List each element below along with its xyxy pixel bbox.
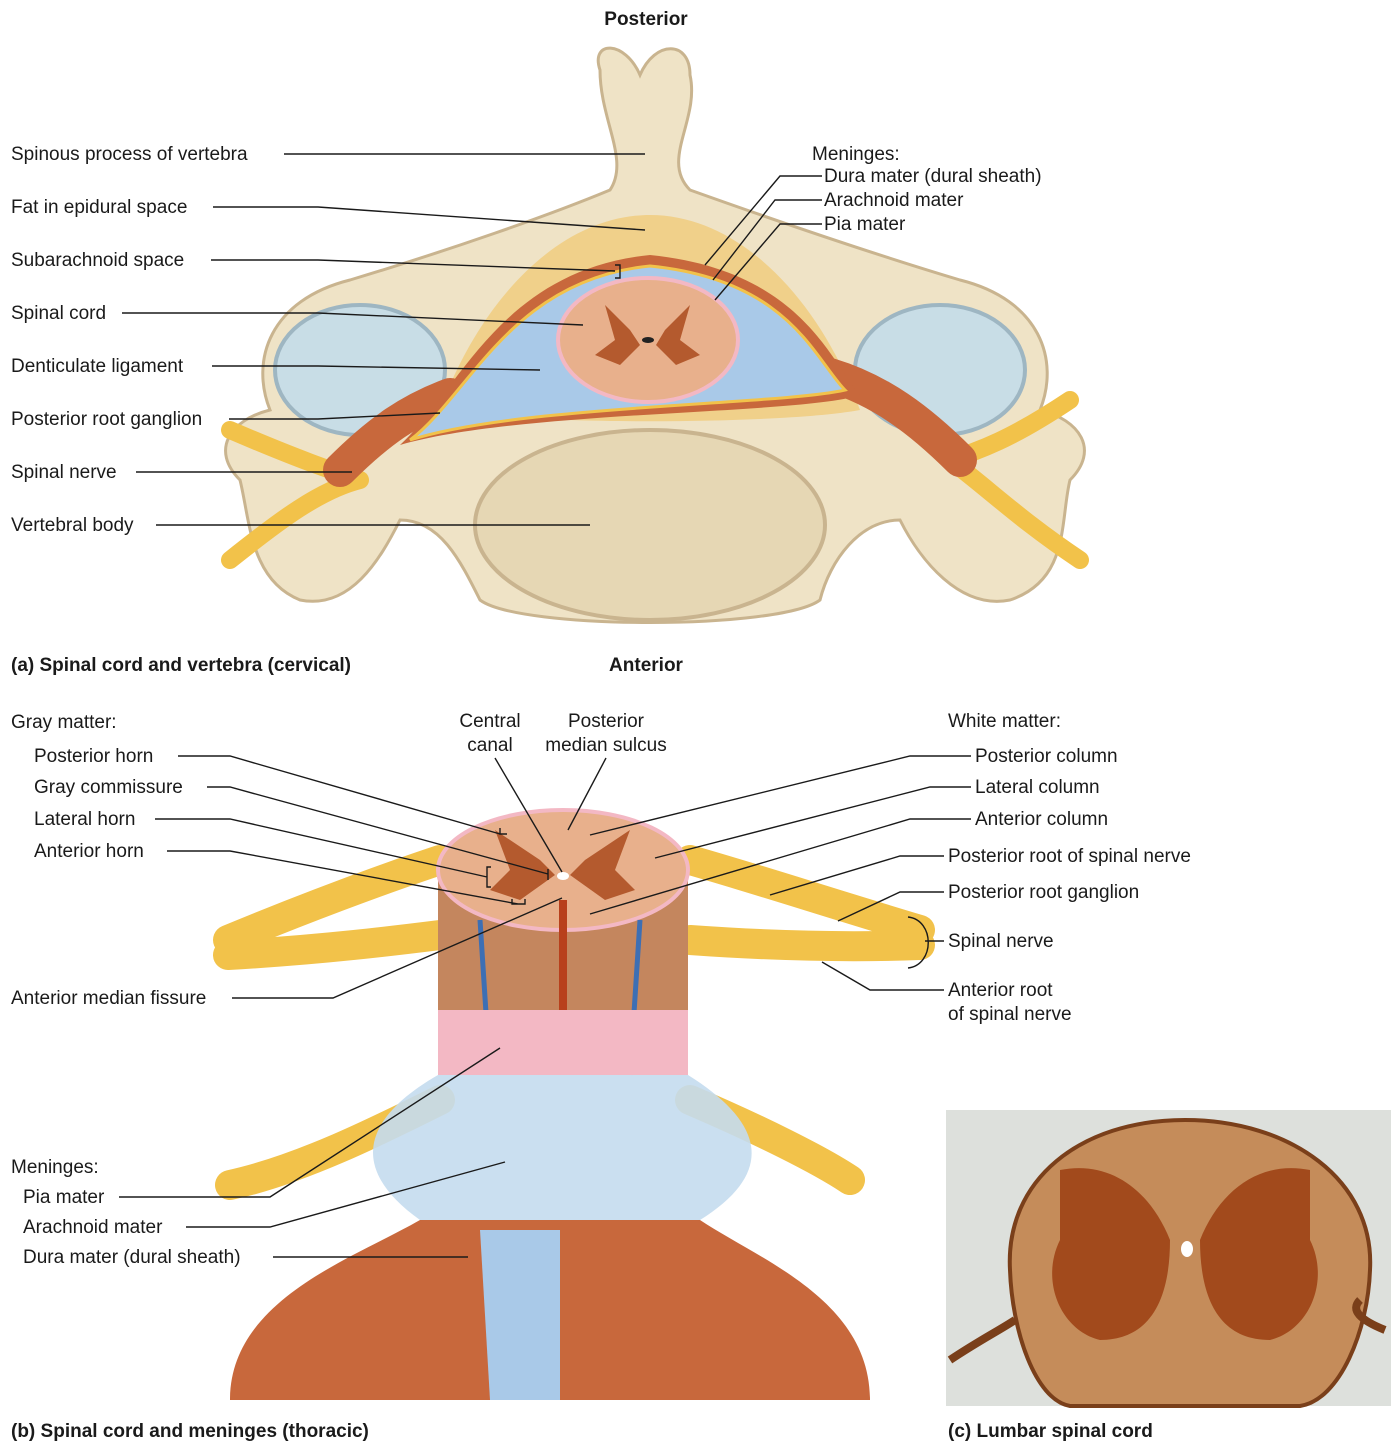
caption-a: (a) Spinal cord and vertebra (cervical): [11, 655, 351, 676]
label-lateral-horn: Lateral horn: [34, 809, 135, 830]
label-posterior-root: Posterior root of spinal nerve: [948, 846, 1191, 867]
panel-b-illustration: [228, 810, 920, 1400]
label-epidural-fat: Fat in epidural space: [11, 197, 187, 218]
label-arachnoid-mater-b: Arachnoid mater: [23, 1217, 163, 1238]
label-denticulate-ligament: Denticulate ligament: [11, 356, 184, 377]
white-matter-heading: White matter:: [948, 711, 1061, 732]
label-gray-commissure: Gray commissure: [34, 777, 183, 798]
micrograph-central-canal: [1181, 1241, 1193, 1257]
caption-c: (c) Lumbar spinal cord: [948, 1421, 1153, 1442]
pia-band: [438, 1010, 688, 1075]
label-spinous-process: Spinous process of vertebra: [11, 144, 248, 165]
label-anterior-column: Anterior column: [975, 809, 1108, 830]
orientation-posterior: Posterior: [604, 9, 688, 30]
meninges-heading-a: Meninges:: [812, 144, 900, 165]
label-posterior-median-sulcus-2: median sulcus: [545, 735, 666, 756]
label-anterior-root-2: of spinal nerve: [948, 1004, 1072, 1025]
label-posterior-horn: Posterior horn: [34, 746, 153, 767]
label-anterior-median-fissure: Anterior median fissure: [11, 988, 206, 1009]
label-dura-mater-b: Dura mater (dural sheath): [23, 1247, 241, 1268]
label-dura-mater-a: Dura mater (dural sheath): [824, 166, 1042, 187]
label-spinal-cord: Spinal cord: [11, 303, 106, 324]
label-vertebral-body: Vertebral body: [11, 515, 134, 536]
label-pia-mater-a: Pia mater: [824, 214, 906, 235]
meninges-heading-b: Meninges:: [11, 1157, 99, 1178]
label-posterior-root-ganglion-b: Posterior root ganglion: [948, 882, 1139, 903]
label-posterior-median-sulcus-1: Posterior: [568, 711, 645, 732]
label-posterior-root-ganglion-a: Posterior root ganglion: [11, 409, 202, 430]
panel-a-illustration: [226, 48, 1085, 622]
label-central-canal-1: Central: [459, 711, 520, 732]
label-spinal-nerve-b: Spinal nerve: [948, 931, 1054, 952]
central-canal-b: [557, 872, 569, 880]
label-arachnoid-mater-a: Arachnoid mater: [824, 190, 964, 211]
leader-anterior-root: [822, 962, 944, 990]
label-subarachnoid-space: Subarachnoid space: [11, 250, 184, 271]
label-posterior-column: Posterior column: [975, 746, 1118, 767]
leader-posterior-column: [590, 756, 971, 835]
label-anterior-root-1: Anterior root: [948, 980, 1053, 1001]
orientation-anterior: Anterior: [609, 655, 684, 676]
panel-c-micrograph: [946, 1110, 1391, 1406]
caption-b: (b) Spinal cord and meninges (thoracic): [11, 1421, 369, 1442]
label-central-canal-2: canal: [467, 735, 512, 756]
label-pia-mater-b: Pia mater: [23, 1187, 105, 1208]
central-canal-a: [642, 337, 654, 343]
leader-posterior-horn: [178, 756, 507, 834]
arachnoid-sheath: [373, 1075, 752, 1220]
label-spinal-nerve-a: Spinal nerve: [11, 462, 117, 483]
dura-opening: [480, 1230, 560, 1400]
label-anterior-horn: Anterior horn: [34, 841, 144, 862]
label-lateral-column: Lateral column: [975, 777, 1100, 798]
gray-matter-heading: Gray matter:: [11, 712, 117, 733]
